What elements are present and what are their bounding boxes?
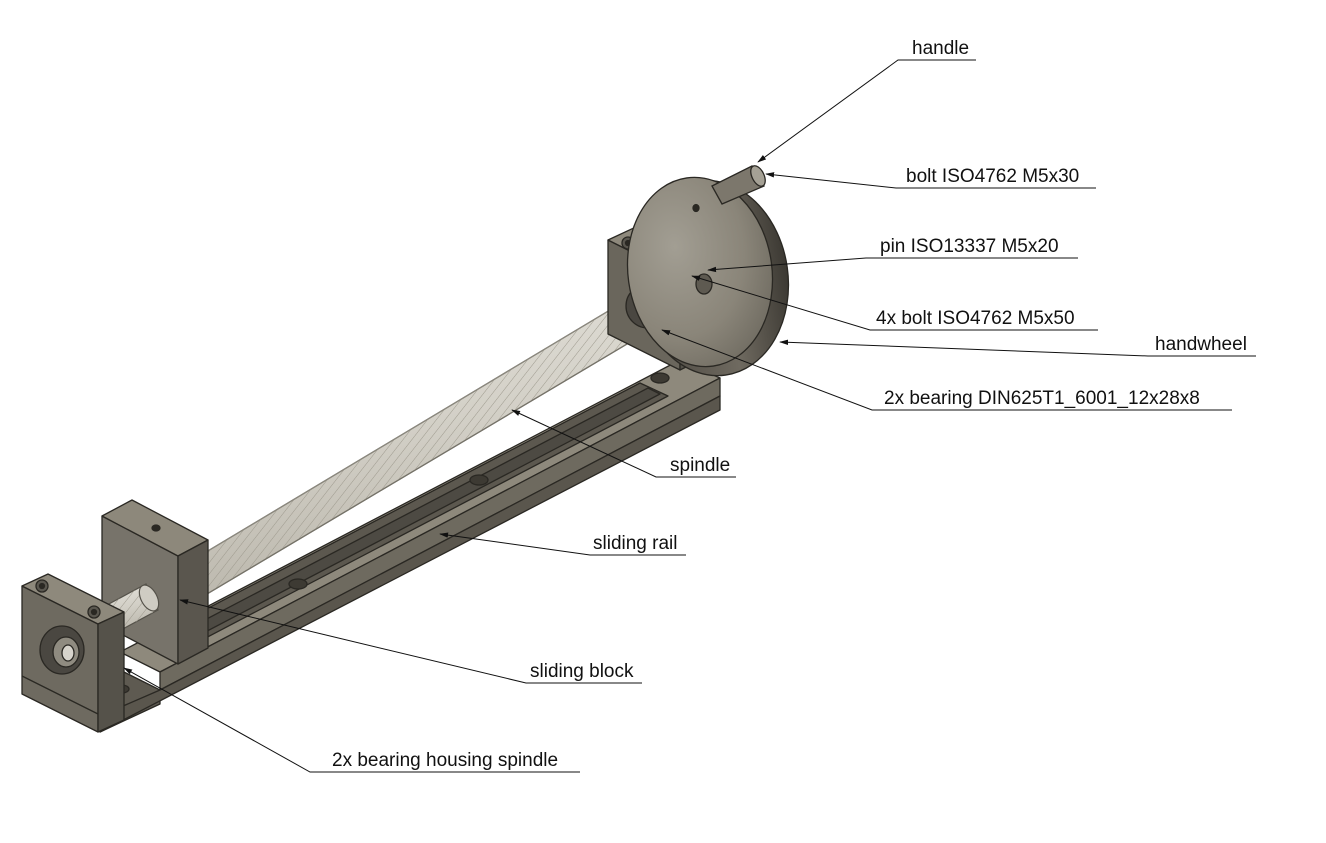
- label-bearings: 2x bearing DIN625T1_6001_12x28x8: [884, 388, 1200, 409]
- leader-sliding-block: [179, 599, 642, 684]
- leader-handle: [757, 59, 976, 163]
- label-spindle: spindle: [670, 455, 731, 476]
- label-sliding-rail: sliding rail: [593, 533, 678, 554]
- leader-bearing-housing: [123, 667, 580, 773]
- leader-lines: [123, 59, 1256, 773]
- leader-handwheel: [779, 339, 1256, 357]
- leader-spindle: [511, 409, 736, 478]
- label-handle: handle: [912, 38, 970, 59]
- leader-bolt-m5x30: [765, 172, 1096, 189]
- bearing-housing-left: [21, 573, 125, 733]
- label-bolts-m5x50: 4x bolt ISO4762 M5x50: [876, 308, 1075, 329]
- leader-pin: [707, 257, 1078, 273]
- label-handwheel: handwheel: [1155, 334, 1247, 355]
- label-pin: pin ISO13337 M5x20: [880, 236, 1059, 257]
- spindle: [135, 291, 665, 623]
- leader-bearings: [661, 329, 1232, 411]
- leader-sliding-rail: [439, 532, 686, 556]
- label-sliding-block: sliding block: [530, 661, 634, 682]
- label-bearing-housing: 2x bearing housing spindle: [332, 750, 559, 771]
- handwheel: [626, 176, 790, 377]
- handle: [711, 165, 766, 205]
- label-bolt-m5x30: bolt ISO4762 M5x30: [906, 166, 1080, 187]
- leader-bolts-m5x50: [691, 275, 1098, 331]
